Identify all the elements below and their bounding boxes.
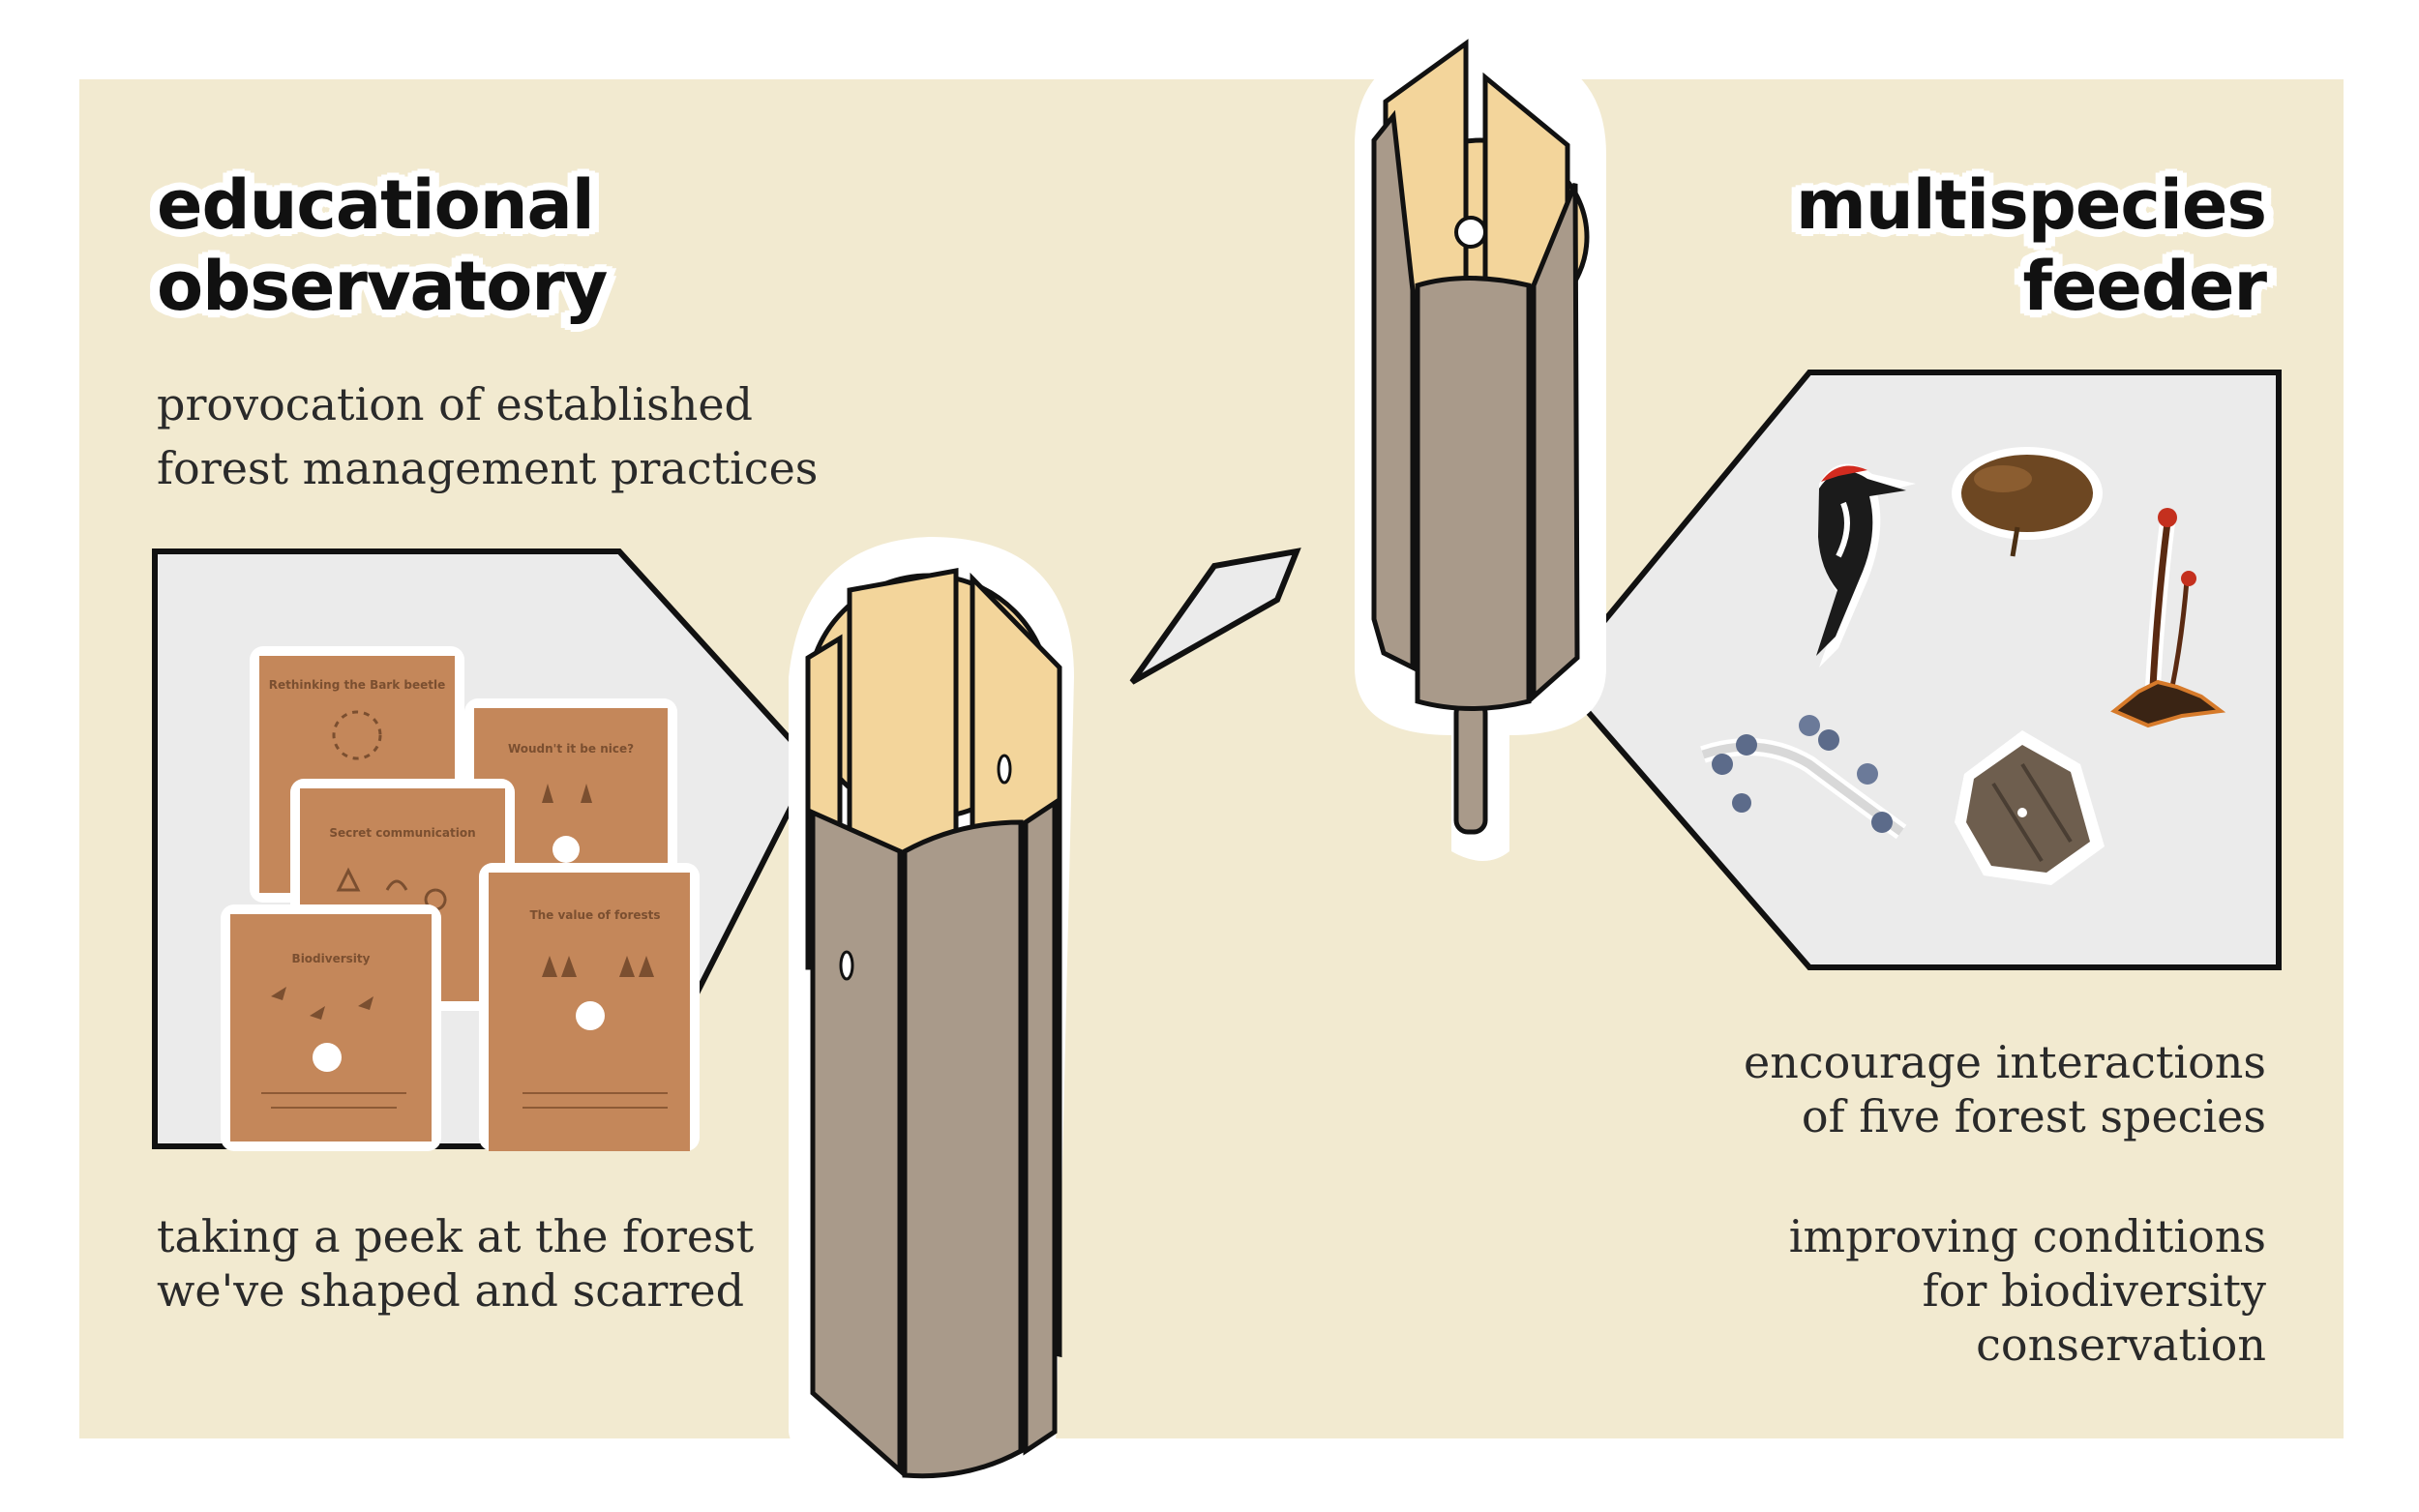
card-title: The value of forests [529, 908, 660, 922]
fungus-icon [2110, 508, 2226, 728]
card-biodiversity: Biodiversity [221, 904, 441, 1151]
right-text-conservation: improving conditions for biodiversity co… [1789, 1209, 2266, 1372]
bark-beetle-icon [1952, 447, 2103, 557]
left-callout-panel: Rethinking the Bark beetle Woudn't it be… [152, 548, 817, 1151]
feeder-structure [1355, 39, 1606, 862]
card-title: Rethinking the Bark beetle [269, 678, 446, 692]
card-value-of-forests: The value of forests [479, 863, 700, 1151]
card-title: Woudn't it be nice? [508, 742, 634, 756]
left-subtitle: provocation of established forest manage… [157, 372, 818, 500]
right-text-line: conservation [1976, 1319, 2266, 1371]
card-title: Biodiversity [292, 952, 371, 965]
left-footer-text: taking a peek at the forest we've shaped… [157, 1209, 754, 1318]
left-heading-line: observatory [157, 247, 608, 326]
floating-diamond-shape [1129, 548, 1301, 685]
left-footer-line: we've shaped and scarred [157, 1264, 745, 1317]
right-heading: multispecies feeder [1795, 164, 2267, 327]
right-text-interactions: encourage interactions of five forest sp… [1744, 1035, 2266, 1143]
observatory-structure [789, 537, 1074, 1490]
right-text-line: improving conditions [1788, 1210, 2266, 1262]
left-subtitle-line: provocation of established [157, 378, 753, 430]
berries-icon [1700, 715, 1907, 840]
right-text-line: encourage interactions [1744, 1036, 2266, 1088]
left-subtitle-line: forest management practices [157, 442, 819, 494]
card-title: Secret communication [329, 826, 475, 840]
left-heading-line: educational [157, 165, 595, 245]
right-heading-line: multispecies [1795, 165, 2267, 245]
bark-piece-icon [1955, 730, 2105, 885]
right-text-line: for biodiversity [1922, 1264, 2266, 1317]
woodpecker-icon [1816, 463, 1916, 667]
left-footer-line: taking a peek at the forest [157, 1210, 755, 1262]
right-heading-line: feeder [2022, 247, 2267, 326]
right-text-line: of five forest species [1801, 1090, 2266, 1142]
right-callout-panel [1554, 370, 2282, 970]
left-heading: educational observatory [157, 164, 608, 327]
